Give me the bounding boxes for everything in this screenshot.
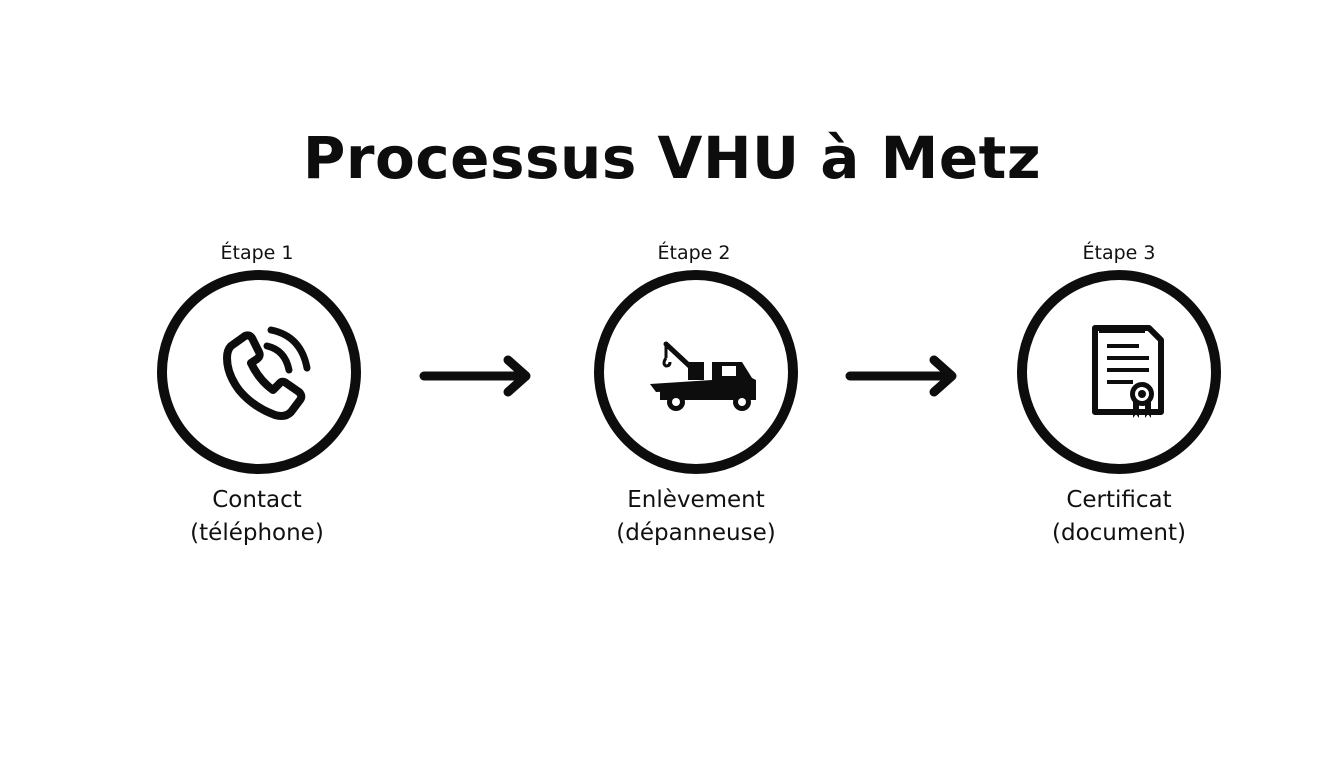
step-2-caption-detail: (dépanneuse)	[616, 520, 776, 546]
arrow-right-icon	[845, 355, 957, 397]
step-1-label: Étape 1	[220, 242, 294, 264]
step-1-caption: Contact (téléphone)	[117, 484, 397, 550]
arrow-right-icon	[419, 355, 531, 397]
step-1-caption-detail: (téléphone)	[190, 520, 324, 546]
step-3-label: Étape 3	[1082, 242, 1156, 264]
phone-icon	[223, 326, 311, 420]
tow-truck-icon	[650, 341, 756, 411]
step-3-caption-detail: (document)	[1052, 520, 1186, 546]
step-2-caption-title: Enlèvement	[627, 487, 765, 513]
step-2-circle	[594, 270, 798, 474]
diagram-title: Processus VHU à Metz	[302, 124, 1042, 192]
certificate-icon	[1092, 325, 1164, 418]
step-1-circle	[157, 270, 361, 474]
step-2-label: Étape 2	[657, 242, 731, 264]
step-3-circle	[1017, 270, 1221, 474]
step-1-caption-title: Contact	[212, 487, 302, 513]
step-2-caption: Enlèvement (dépanneuse)	[556, 484, 836, 550]
step-3-caption-title: Certificat	[1066, 487, 1172, 513]
step-3-caption: Certificat (document)	[979, 484, 1259, 550]
